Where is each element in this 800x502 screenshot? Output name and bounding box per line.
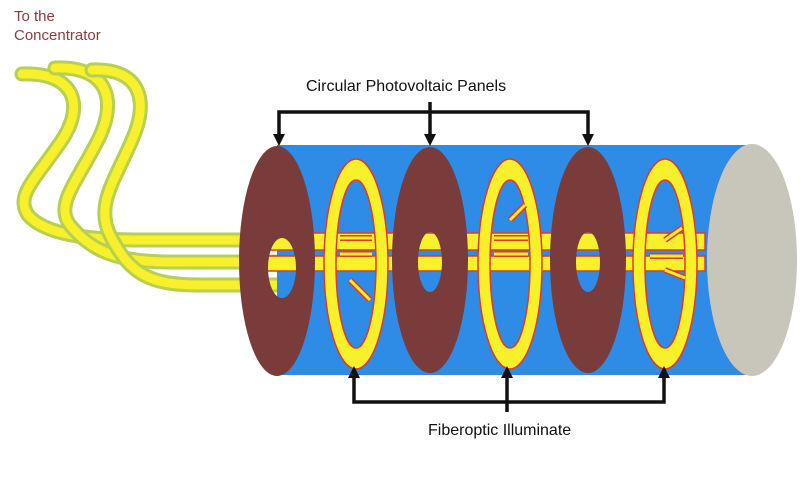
panels-callout-arrows xyxy=(273,134,594,146)
arrowhead xyxy=(348,366,360,378)
fiberoptic-ring xyxy=(477,158,543,370)
fiberoptic-ring xyxy=(323,158,389,370)
photovoltaic-panel xyxy=(239,146,315,376)
source-label-line2: Concentrator xyxy=(14,26,101,44)
cable-strand xyxy=(87,65,305,290)
fiberoptic-ring xyxy=(632,158,698,370)
arrowhead xyxy=(501,366,513,378)
arrowhead xyxy=(273,134,285,146)
fiberoptic-rings xyxy=(323,158,698,370)
photovoltaic-panels-label: Circular Photovoltaic Panels xyxy=(306,78,507,95)
fiber-callout-bracket xyxy=(352,376,666,412)
cylinder-end-cap xyxy=(707,144,797,376)
fiber-callout-arrows xyxy=(348,366,670,378)
arrowhead xyxy=(582,134,594,146)
arrowhead xyxy=(424,134,436,146)
fiberoptic-illuminate-label: Fiberoptic Illuminate xyxy=(428,422,572,439)
photovoltaic-panel xyxy=(550,147,626,373)
photovoltaic-panel xyxy=(392,147,468,373)
cable-strand xyxy=(50,63,305,267)
source-label: To the Concentrator xyxy=(14,8,101,46)
panels-callout-bracket xyxy=(277,102,590,136)
arrowhead xyxy=(658,366,670,378)
cable-bundle xyxy=(14,60,308,293)
photovoltaic-panels xyxy=(239,146,626,376)
source-label-line1: To the xyxy=(14,8,55,25)
